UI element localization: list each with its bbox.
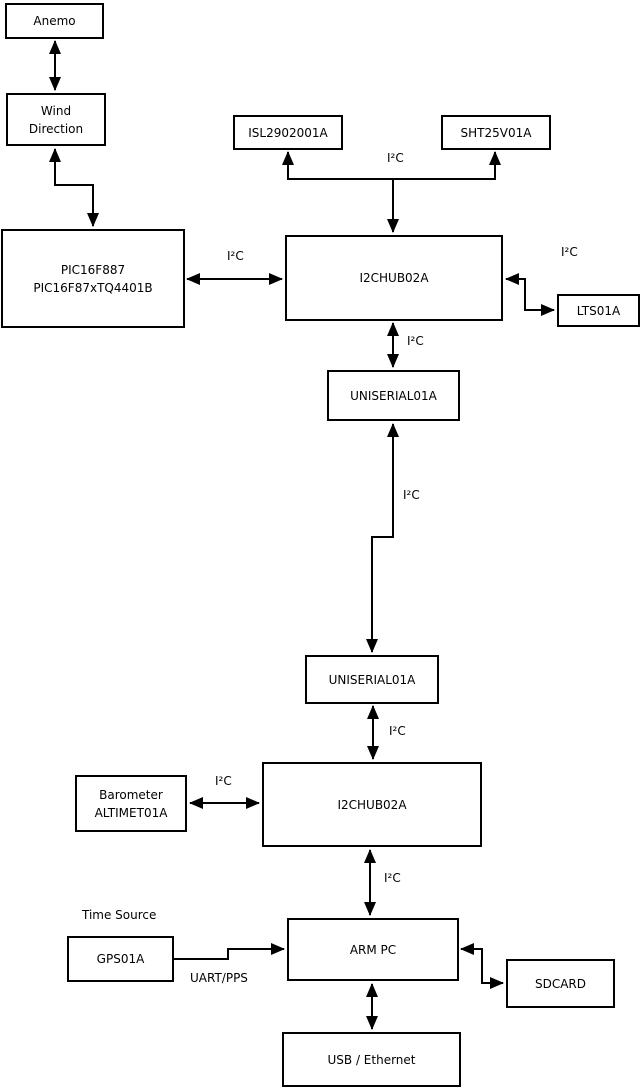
node-i2chub02a-bottom: I2CHUB02A: [262, 762, 482, 847]
node-gps01a: GPS01A: [67, 936, 174, 982]
node-label: GPS01A: [96, 952, 145, 966]
edge-label-i2c-isl-sht: I²C: [387, 151, 404, 165]
edge-uniserial1-uniserial2: [366, 423, 399, 653]
node-label: ISL2902001A: [248, 125, 328, 140]
edge-label-i2c-uniserial2-hub2: I²C: [389, 724, 406, 738]
edge-arm-sdcard: [460, 943, 504, 989]
node-label: Direction: [28, 121, 84, 136]
edge-gps-arm: [173, 943, 285, 960]
node-uniserial01a-bottom: UNISERIAL01A: [305, 655, 439, 704]
node-label: I2CHUB02A: [359, 271, 429, 285]
node-usb-ethernet: USB / Ethernet: [282, 1032, 461, 1087]
node-label: Wind: [40, 103, 72, 118]
edge-label-i2c-hub1-uniserial1: I²C: [407, 334, 424, 348]
node-label: ALTIMET01A: [94, 805, 168, 820]
node-label: USB / Ethernet: [327, 1052, 416, 1067]
edge-wind-pic: [49, 148, 99, 227]
node-barometer-altimet01a: Barometer ALTIMET01A: [75, 775, 187, 832]
node-label: ARM PC: [349, 942, 397, 957]
node-i2chub02a-top: I2CHUB02A: [285, 235, 503, 321]
edge-label-i2c-barometer-hub2: I²C: [215, 774, 232, 788]
node-label: PIC16F87xTQ4401B: [33, 280, 153, 295]
edge-label-time-source: Time Source: [82, 908, 157, 922]
node-sht25v01a: SHT25V01A: [441, 115, 551, 150]
node-arm-pc: ARM PC: [287, 918, 459, 981]
node-label: UNISERIAL01A: [328, 672, 416, 687]
node-isl2902001a: ISL2902001A: [233, 115, 343, 150]
edge-label-i2c-long-link: I²C: [403, 488, 420, 502]
edge-hub1-lts: [505, 273, 555, 316]
edge-label-i2c-hub1-lts: I²C: [561, 245, 578, 259]
node-label: Barometer: [99, 787, 163, 802]
node-label: SHT25V01A: [460, 125, 532, 140]
node-label: PIC16F887: [60, 262, 126, 277]
node-label: SDCARD: [534, 976, 587, 991]
node-lts01a: LTS01A: [557, 294, 640, 327]
node-wind-direction: Wind Direction: [6, 93, 106, 146]
node-anemo: Anemo: [5, 3, 104, 39]
node-pic16f887: PIC16F887 PIC16F87xTQ4401B: [1, 229, 185, 328]
edge-label-uart-pps: UART/PPS: [190, 971, 248, 985]
edge-hub1-isl-sht: [282, 151, 501, 180]
edge-label-i2c-hub2-arm: I²C: [384, 871, 401, 885]
node-label: I2CHUB02A: [337, 797, 407, 812]
node-uniserial01a-top: UNISERIAL01A: [327, 370, 460, 421]
node-sdcard: SDCARD: [506, 959, 615, 1008]
node-label: Anemo: [33, 14, 76, 28]
node-label: LTS01A: [576, 303, 621, 318]
edge-label-i2c-pic-hub1: I²C: [227, 249, 244, 263]
node-label: UNISERIAL01A: [350, 388, 437, 403]
